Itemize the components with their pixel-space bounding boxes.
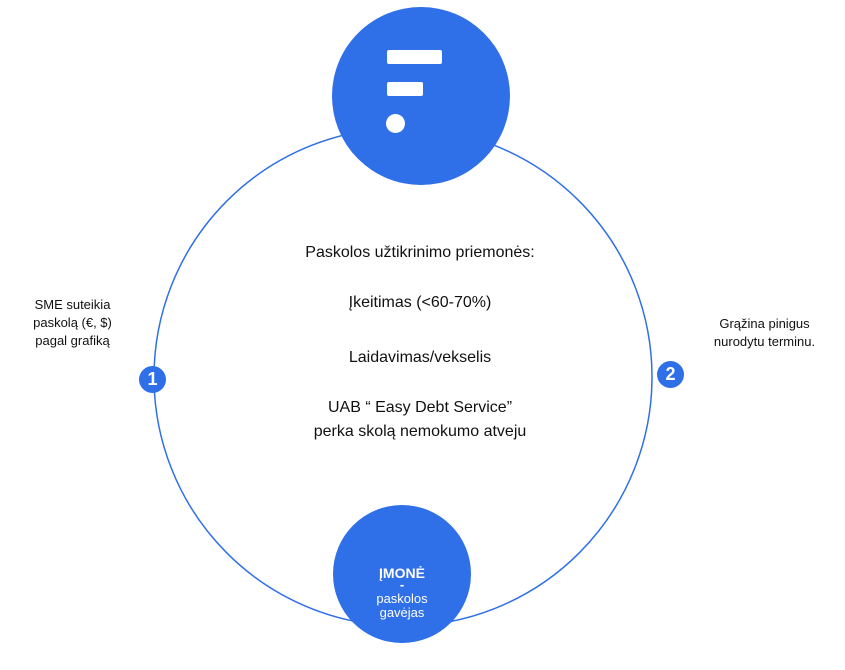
step-1-badge: 1 (139, 366, 166, 393)
guarantee-item: Laidavimas/vekselis (348, 349, 492, 366)
security-measures-heading: Paskolos užtikrinimo priemonės: (305, 244, 535, 261)
step-2-note: Grąžina pinigus nurodytu terminu. (713, 316, 816, 349)
company-separator: - (399, 577, 405, 592)
company-subtitle: paskolos gavėjas (376, 591, 428, 620)
step-2-badge: 2 (657, 361, 684, 388)
logo-icon (332, 7, 510, 185)
debt-purchase-item: UAB “ Easy Debt Service” perka skolą nem… (313, 399, 527, 440)
step-1-note: SME suteikia paskolą (€, $) pagal grafik… (33, 297, 112, 348)
collateral-item: Įkeitimas (<60-70%) (348, 294, 492, 311)
logo-bar-top (387, 50, 442, 64)
logo-dot (386, 114, 405, 133)
borrower-company-node: ĮMONĖ - paskolos gavėjas (333, 505, 471, 643)
company-title: ĮMONĖ (379, 565, 425, 581)
logo-bar-middle (387, 82, 423, 96)
